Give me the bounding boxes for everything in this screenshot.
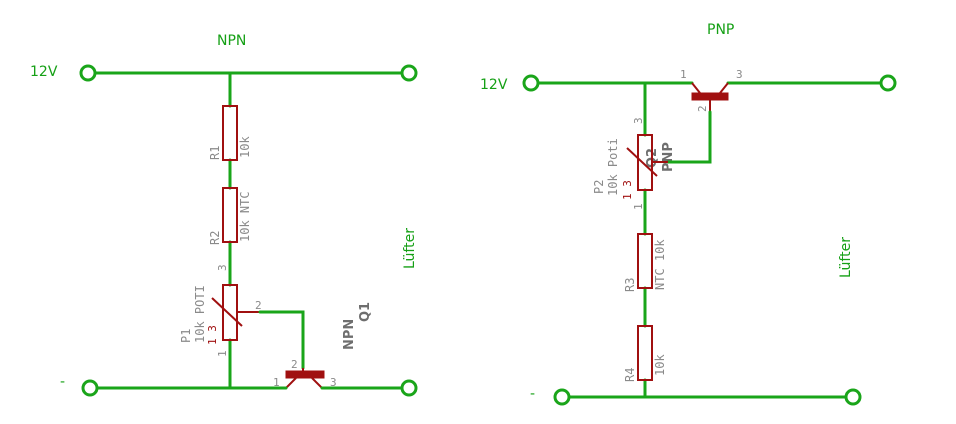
pnp-title: PNP [707,22,734,38]
q2-pin-collector: 3 [736,68,743,81]
p2-pin-top: 3 [632,117,645,124]
p1-name: P1 [179,329,193,343]
pnp-ground-terminal-right[interactable] [844,388,862,406]
npn-supply-label: 12V [30,64,58,80]
r4-name: R4 [623,368,637,382]
p2-pin-bottom: 1 [632,203,645,210]
pnp-ground-label: - [530,386,535,402]
p1-pin-top: 3 [216,264,229,271]
npn-ground-terminal-right[interactable] [400,379,418,397]
r1-name: R1 [208,146,222,160]
resistor-r1: R1 10k [208,105,252,161]
resistor-r4: R4 10k [623,325,667,382]
p2-name: P2 [592,180,606,194]
r1-value: 10k [238,136,252,158]
p1-inner-label: 1 3 [206,325,219,345]
pnp-load-label: Lüfter [838,237,854,278]
pnp-supply-label: 12V [480,77,508,93]
r2-name: R2 [208,231,222,245]
resistor-r3: R3 NTC 10k [623,233,667,292]
pnp-circuit: PNP 12V - Lüfter 1 3 2 Q2 PNP [480,22,897,406]
npn-wire-wiper-to-base [258,310,305,370]
q1-pin-collector: 3 [330,376,337,389]
p1-pin-wiper: 2 [255,299,262,312]
npn-ground-terminal-left[interactable] [81,379,99,397]
npn-supply-terminal-right[interactable] [400,64,418,82]
npn-ground-label: - [60,374,65,390]
r4-value: 10k [653,354,667,376]
pnp-wire-base-to-wiper [666,110,712,164]
transistor-q1: 2 1 3 NPN Q1 [273,302,373,389]
q2-pin-base: 2 [696,105,709,112]
pnp-supply-terminal-left[interactable] [522,74,540,92]
p1-value: 10k POTI [193,285,207,343]
npn-title: NPN [217,33,246,49]
npn-supply-terminal-left[interactable] [79,64,97,82]
potentiometer-p2: 3 1 1 3 P2 10k Poti [592,117,668,210]
q1-type: NPN [342,319,357,350]
npn-circuit: NPN 12V - Lüfter R1 10k R2 10k NTC [30,33,418,397]
resistor-r2: R2 10k NTC [208,187,252,245]
q1-pin-base: 2 [291,358,298,371]
q2-pin-emitter: 1 [680,68,687,81]
r3-name: R3 [623,278,637,292]
p1-pin-bottom: 1 [216,350,229,357]
potentiometer-p1: 3 1 2 1 3 P1 10k POTI [179,264,262,357]
transistor-q2: 1 3 2 Q2 PNP [645,68,743,172]
q1-pin-emitter: 1 [273,376,280,389]
pnp-ground-terminal-left[interactable] [553,388,571,406]
q2-type: PNP [661,142,676,172]
r2-value: 10k NTC [238,191,252,242]
r3-value: NTC 10k [653,239,667,290]
q1-name: Q1 [358,302,373,322]
npn-load-label: Lüfter [402,228,418,269]
p2-inner-label: 1 3 [621,180,634,200]
p2-value: 10k Poti [606,138,620,196]
pnp-supply-terminal-right[interactable] [879,74,897,92]
